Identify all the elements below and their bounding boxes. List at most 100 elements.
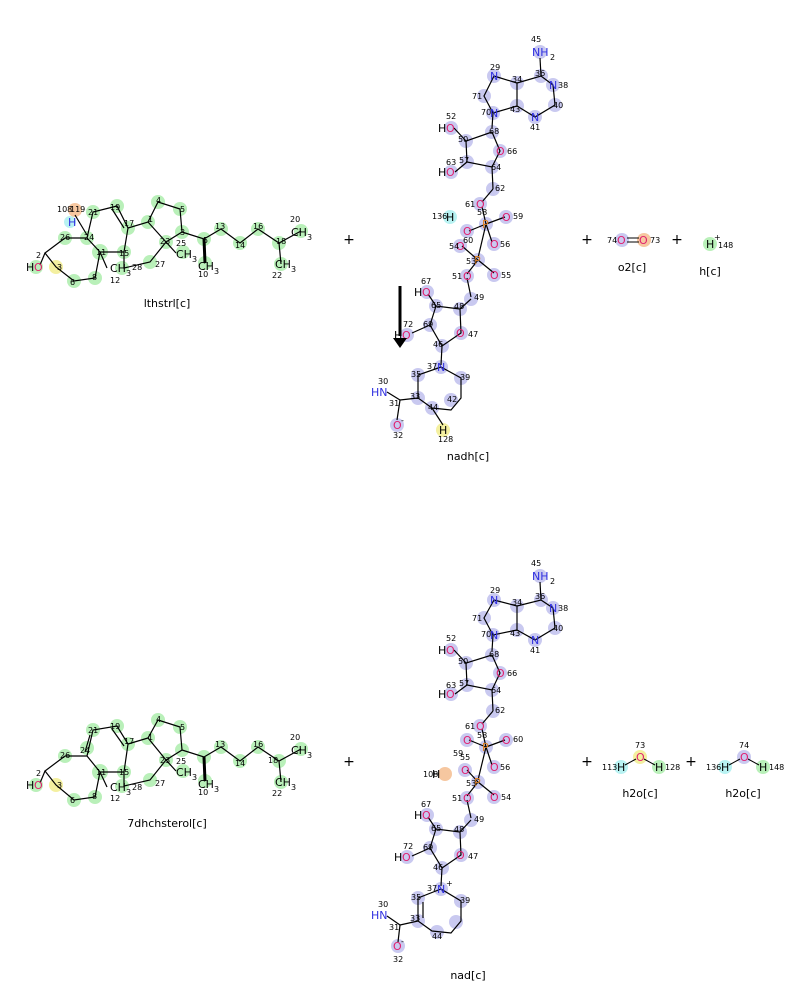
svg-text:136: 136 bbox=[432, 212, 447, 221]
svg-text:74: 74 bbox=[607, 236, 617, 245]
svg-text:38: 38 bbox=[558, 604, 568, 613]
svg-text:N: N bbox=[549, 79, 557, 92]
svg-text:H: H bbox=[617, 761, 625, 774]
svg-text:12: 12 bbox=[110, 794, 120, 803]
svg-text:34: 34 bbox=[512, 598, 522, 607]
svg-text:P: P bbox=[482, 218, 489, 231]
molecule-h2o-a: H O H 73 113 128 bbox=[602, 741, 680, 774]
svg-text:O: O bbox=[422, 809, 431, 822]
svg-text:8: 8 bbox=[92, 792, 97, 801]
svg-text:68: 68 bbox=[489, 127, 499, 136]
svg-text:53: 53 bbox=[466, 779, 476, 788]
svg-text:2: 2 bbox=[550, 577, 555, 586]
svg-text:57: 57 bbox=[459, 156, 469, 165]
svg-text:3: 3 bbox=[214, 267, 219, 276]
plus-sign-5: + bbox=[581, 754, 593, 770]
svg-text:57: 57 bbox=[459, 679, 469, 688]
svg-text:O: O bbox=[393, 419, 402, 432]
svg-text:35: 35 bbox=[411, 893, 421, 902]
svg-text:H: H bbox=[394, 851, 402, 864]
svg-text:O: O bbox=[456, 849, 465, 862]
svg-text:32: 32 bbox=[393, 955, 403, 964]
svg-text:17: 17 bbox=[124, 737, 134, 746]
svg-text:O: O bbox=[456, 240, 465, 253]
h2o-a-name: h2o[c] bbox=[622, 787, 657, 800]
svg-text:55: 55 bbox=[460, 753, 470, 762]
svg-text:113: 113 bbox=[602, 763, 617, 772]
svg-text:O: O bbox=[446, 688, 455, 701]
svg-text:N: N bbox=[531, 111, 539, 124]
svg-text:O: O bbox=[476, 198, 485, 211]
plus-sign-4: + bbox=[343, 754, 355, 770]
svg-text:16: 16 bbox=[253, 740, 263, 749]
svg-text:27: 27 bbox=[155, 779, 165, 788]
svg-text:26: 26 bbox=[60, 233, 70, 242]
svg-text:O: O bbox=[402, 329, 411, 342]
svg-text:CH: CH bbox=[291, 744, 307, 757]
svg-text:70: 70 bbox=[481, 630, 491, 639]
svg-text:O: O bbox=[402, 851, 411, 864]
svg-text:41: 41 bbox=[530, 123, 540, 132]
svg-text:73: 73 bbox=[635, 741, 645, 750]
svg-text:46: 46 bbox=[433, 863, 443, 872]
svg-text:69: 69 bbox=[423, 320, 433, 329]
svg-text:64: 64 bbox=[491, 686, 501, 695]
svg-text:2: 2 bbox=[36, 251, 41, 260]
svg-text:O: O bbox=[446, 166, 455, 179]
molecule-nad: NH2 N N N N HO O HO O P O O H O O P O O … bbox=[371, 559, 568, 964]
svg-text:3: 3 bbox=[192, 255, 197, 264]
svg-text:39: 39 bbox=[460, 896, 470, 905]
svg-text:15: 15 bbox=[119, 249, 129, 258]
svg-text:O: O bbox=[393, 940, 402, 953]
svg-text:H: H bbox=[439, 424, 447, 437]
svg-text:HN: HN bbox=[371, 909, 388, 922]
svg-text:-: - bbox=[401, 937, 404, 946]
svg-text:P: P bbox=[474, 776, 481, 789]
svg-text:30: 30 bbox=[378, 377, 388, 386]
svg-text:20: 20 bbox=[290, 215, 300, 224]
svg-text:71: 71 bbox=[472, 614, 482, 623]
svg-text:HN: HN bbox=[371, 386, 388, 399]
molecule-o2: O O 74 73 bbox=[607, 233, 660, 247]
svg-text:H: H bbox=[655, 761, 663, 774]
svg-text:70: 70 bbox=[481, 108, 491, 117]
svg-text:56: 56 bbox=[500, 240, 510, 249]
svg-text:6: 6 bbox=[70, 278, 75, 287]
svg-text:H: H bbox=[414, 286, 422, 299]
svg-text:54: 54 bbox=[501, 793, 511, 802]
svg-text:NH: NH bbox=[532, 570, 549, 583]
svg-text:H: H bbox=[394, 329, 402, 342]
svg-text:3: 3 bbox=[57, 263, 62, 272]
svg-text:44: 44 bbox=[432, 932, 442, 941]
svg-text:O: O bbox=[617, 234, 626, 247]
svg-text:O: O bbox=[490, 269, 499, 282]
svg-text:13: 13 bbox=[215, 222, 225, 231]
svg-text:20: 20 bbox=[290, 733, 300, 742]
svg-text:23: 23 bbox=[160, 237, 170, 246]
svg-text:136: 136 bbox=[706, 763, 721, 772]
svg-text:O: O bbox=[446, 122, 455, 135]
svg-text:5: 5 bbox=[180, 723, 185, 732]
svg-text:21: 21 bbox=[88, 726, 98, 735]
svg-text:62: 62 bbox=[495, 184, 505, 193]
svg-text:47: 47 bbox=[468, 852, 478, 861]
svg-text:41: 41 bbox=[530, 646, 540, 655]
svg-text:12: 12 bbox=[110, 276, 120, 285]
svg-text:74: 74 bbox=[739, 741, 749, 750]
nad-name: nad[c] bbox=[450, 969, 485, 982]
svg-text:H: H bbox=[438, 688, 446, 701]
svg-text:O: O bbox=[740, 751, 749, 764]
svg-text:50: 50 bbox=[458, 657, 468, 666]
svg-text:O: O bbox=[490, 761, 499, 774]
svg-text:68: 68 bbox=[489, 650, 499, 659]
svg-text:33: 33 bbox=[410, 392, 420, 401]
svg-text:71: 71 bbox=[472, 92, 482, 101]
svg-text:N: N bbox=[490, 70, 498, 83]
svg-text:48: 48 bbox=[454, 302, 464, 311]
svg-text:N: N bbox=[437, 361, 445, 374]
svg-text:38: 38 bbox=[558, 81, 568, 90]
svg-text:53: 53 bbox=[466, 257, 476, 266]
svg-text:37: 37 bbox=[427, 362, 437, 371]
svg-text:39: 39 bbox=[460, 373, 470, 382]
